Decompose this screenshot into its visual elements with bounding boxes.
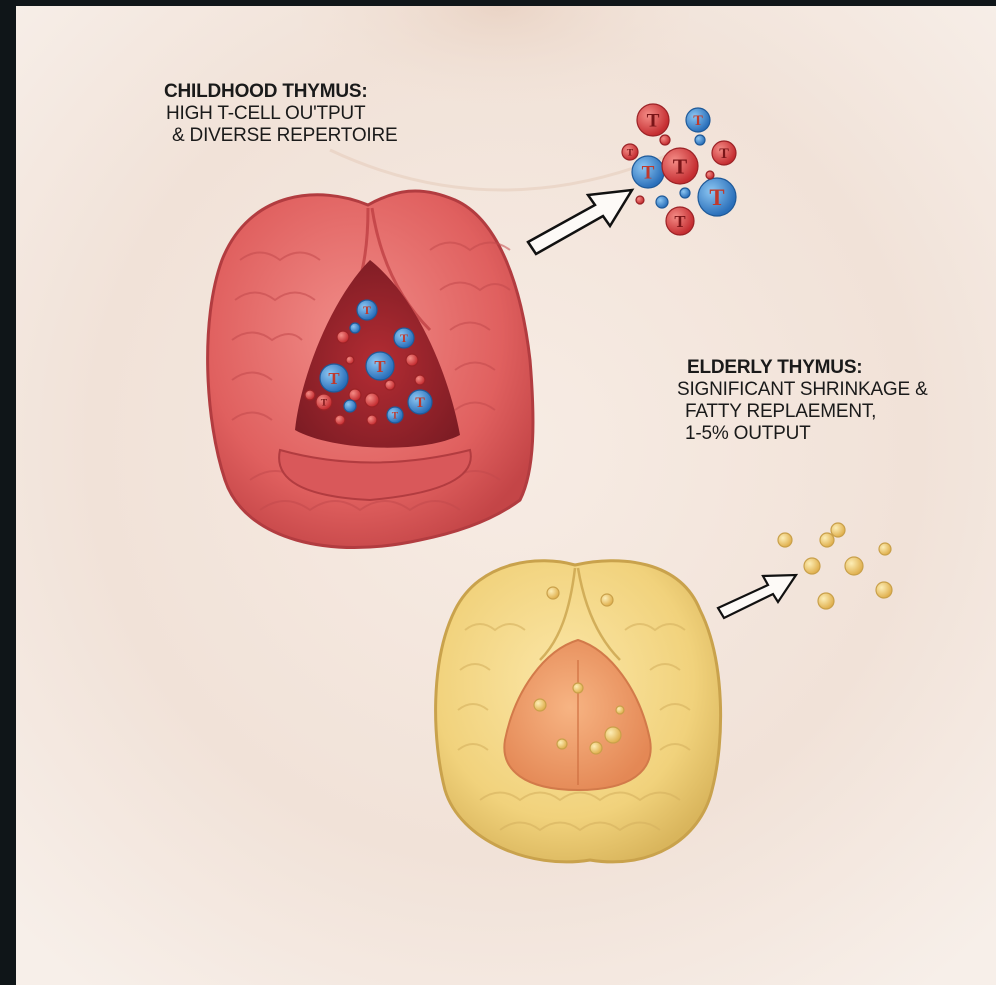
elderly-thymus: [436, 561, 721, 862]
released-globule: [831, 523, 845, 537]
fat-deposit: [547, 587, 559, 599]
t-cell-glyph: T: [627, 147, 634, 158]
fat-deposit: [590, 742, 602, 754]
thymocyte-cell: [367, 415, 377, 425]
childhood-line-2: & DIVERSE REPERTOIRE: [172, 125, 397, 147]
released-t-cell: [656, 196, 668, 208]
elderly-thymus-label: ELDERLY THYMUS: SIGNIFICANT SHRINKAGE & …: [677, 356, 928, 445]
thymocyte-cell: [337, 331, 349, 343]
t-cell-glyph: T: [415, 395, 425, 411]
t-cell-glyph: T: [674, 212, 685, 231]
released-t-cell: [680, 188, 690, 198]
t-cell-glyph: T: [673, 155, 688, 179]
thymocyte-cell: [415, 375, 425, 385]
released-globule: [879, 543, 891, 555]
thymocyte-cell: [335, 415, 345, 425]
thymocyte-cell: T: [394, 328, 414, 348]
thymocyte-cell: [349, 389, 361, 401]
t-cell-glyph: T: [693, 113, 703, 129]
t-cell-glyph: T: [647, 111, 660, 132]
elderly-line-2: FATTY REPLAEMENT,: [685, 401, 928, 423]
t-cell-glyph: T: [363, 303, 371, 317]
thymocyte-cell: [406, 354, 418, 366]
fat-deposit: [534, 699, 546, 711]
released-t-cell: [695, 135, 705, 145]
released-t-cell: T: [622, 144, 638, 160]
released-t-cell: T: [698, 178, 736, 216]
t-cell-glyph: T: [400, 331, 408, 345]
t-cell-glyph: T: [328, 369, 339, 388]
released-t-cell: [636, 196, 644, 204]
thymocyte-cell: T: [316, 394, 332, 410]
fat-deposit: [616, 706, 624, 714]
t-cell-glyph: T: [374, 357, 385, 376]
released-globule: [818, 593, 834, 609]
left-frame-border: [0, 0, 16, 985]
thymocyte-cell: T: [387, 407, 403, 423]
fat-deposit: [573, 683, 583, 693]
released-globule: [876, 582, 892, 598]
thymocyte-cell: [350, 323, 360, 333]
released-t-cell: [706, 171, 714, 179]
t-cell-glyph: T: [709, 185, 724, 210]
released-t-cell: T: [637, 104, 669, 136]
released-t-cell: T: [662, 148, 698, 184]
thymocyte-cell: [344, 400, 356, 412]
thymocyte-cell: T: [357, 300, 377, 320]
released-globule: [845, 557, 863, 575]
t-cell-glyph: T: [719, 146, 729, 162]
released-t-cell: T: [712, 141, 736, 165]
fat-deposit: [605, 727, 621, 743]
elderly-title: ELDERLY THYMUS:: [687, 356, 928, 379]
childhood-line-1: HIGH T-CELL OU'TPUT: [166, 103, 397, 125]
fat-deposit: [601, 594, 613, 606]
released-globule: [778, 533, 792, 547]
elderly-line-3: 1-5% OUTPUT: [685, 423, 928, 445]
thymocyte-cell: [365, 393, 379, 407]
released-globule: [820, 533, 834, 547]
childhood-thymus-label: CHILDHOOD THYMUS: HIGH T-CELL OU'TPUT & …: [164, 80, 397, 147]
thymocyte-cell: [346, 356, 354, 364]
thymocyte-cell: [385, 380, 395, 390]
thymocyte-cell: T: [408, 390, 432, 414]
released-t-cell: T: [666, 207, 694, 235]
t-cell-glyph: T: [392, 410, 399, 421]
thymocyte-cell: T: [366, 352, 394, 380]
released-t-cell: T: [632, 156, 664, 188]
thymocyte-cell: T: [320, 364, 348, 392]
released-t-cell: [660, 135, 670, 145]
t-cell-glyph: T: [642, 163, 655, 184]
elderly-line-1: SIGNIFICANT SHRINKAGE &: [677, 379, 928, 401]
fat-deposit: [557, 739, 567, 749]
released-globule: [804, 558, 820, 574]
childhood-title: CHILDHOOD THYMUS:: [164, 80, 397, 103]
t-cell-glyph: T: [321, 397, 328, 408]
released-t-cell: T: [686, 108, 710, 132]
top-frame-border: [0, 0, 996, 6]
thymocyte-cell: [305, 390, 315, 400]
